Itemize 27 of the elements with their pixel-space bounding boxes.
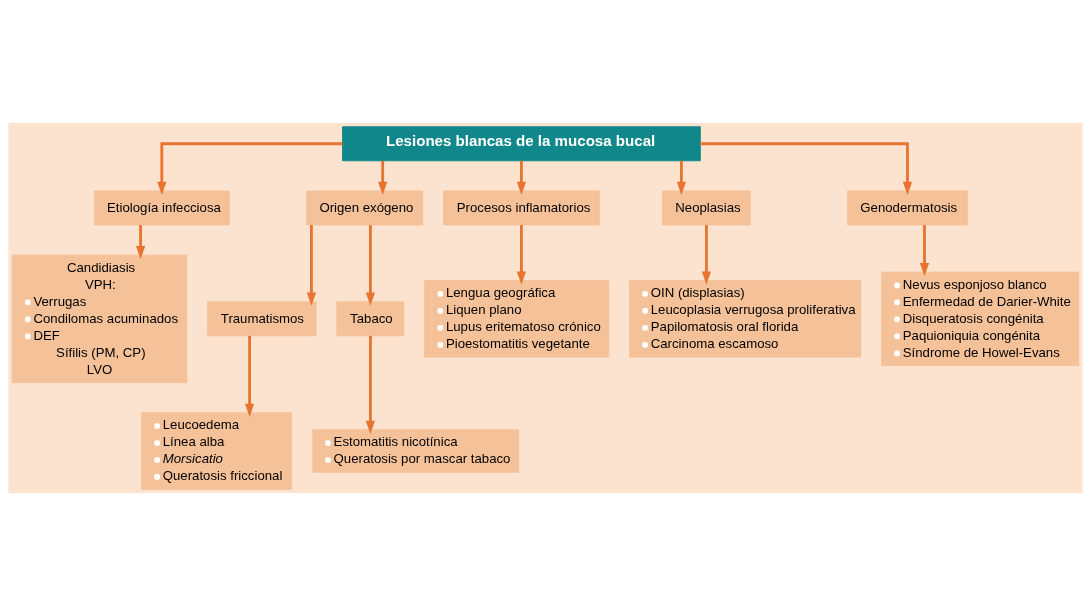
arrow [365, 225, 376, 306]
arrow [676, 160, 687, 195]
node-box: Lengua geográfica Liquen plano Lupus eritematoso crónico Pioestomatitis vegetante [424, 280, 610, 358]
node-box: Lesiones blancas de la mucosa bucal [342, 126, 701, 162]
node-box: Estomatitis nicotínica Queratosis por mascar tabaco [312, 429, 520, 473]
arrow [701, 225, 712, 285]
arrow [378, 160, 388, 195]
node-box: Leucoedema Línea alba Morsicatio Queratosis friccional [141, 412, 293, 490]
node-box: Candidiasis VPH: Verrugas Condilomas acuminados DEF Sífilis (PM, CP) LVO [11, 254, 188, 384]
arrow [700, 142, 913, 196]
node-box: Neoplasias [662, 190, 751, 226]
node-box: Genodermatosis [847, 190, 968, 226]
node-box: OIN (displasias) Leucoplasia verrugosa proliferativa Papilomatosis oral florida Carcinoma escamoso [629, 280, 862, 358]
arrow [157, 142, 343, 196]
arrow [135, 225, 146, 260]
arrow [365, 335, 376, 434]
arrow [919, 225, 930, 277]
node-box: Nevus esponjoso blanco Enfermedad de Darier-White Disqueratosis congénita Paquioniquia congénita Síndrome de Howel-Evans [881, 271, 1080, 367]
node-box: Origen exógeno [306, 190, 424, 226]
node-box: Traumatismos [207, 301, 317, 337]
arrow [306, 225, 317, 306]
arrow [516, 225, 527, 285]
arrow [244, 335, 255, 417]
node-box: Etiología infecciosa [93, 190, 230, 226]
node-box: Procesos inflamatorios [443, 190, 600, 226]
arrow [516, 160, 527, 195]
node-box: Tabaco [336, 301, 405, 337]
